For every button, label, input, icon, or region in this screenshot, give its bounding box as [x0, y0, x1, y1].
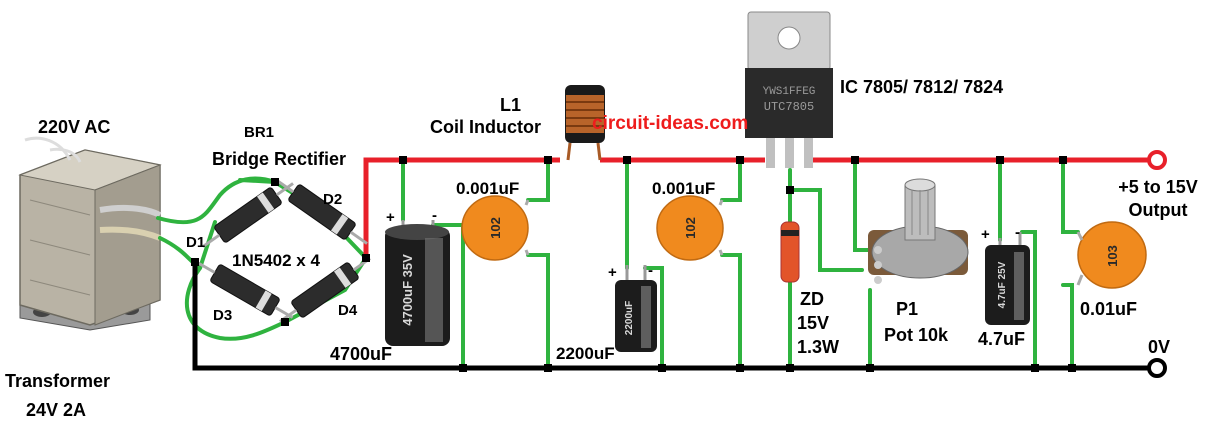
zener-diode — [780, 221, 800, 283]
output-terminals — [1147, 150, 1167, 378]
diode-d4-label: D4 — [338, 302, 358, 319]
ceramic-capacitor-2: 102 — [656, 195, 724, 261]
inductor-name-label: Coil Inductor — [430, 117, 541, 137]
c-bulk2-marking: 2200uF — [624, 301, 635, 335]
junction-dots — [191, 156, 1076, 372]
potentiometer — [868, 178, 969, 284]
bridge-name-label: Bridge Rectifier — [212, 149, 347, 169]
ic-marking-bottom: UTC7805 — [764, 100, 814, 114]
output-label-line1: +5 to 15V — [1118, 177, 1198, 197]
bridge-ref-label: BR1 — [244, 124, 275, 141]
transformer-rating-label: 24V 2A — [26, 400, 87, 420]
c-out-elec-minus: - — [1015, 224, 1020, 241]
c-main-marking: 4700uF 35V — [400, 254, 415, 326]
capacitor-4-7uf: 4.7uF 25V — [985, 232, 1030, 325]
c-bulk2-plus: + — [608, 264, 617, 281]
diode-d2-label: D2 — [323, 191, 343, 208]
output-label-line2: Output — [1128, 200, 1188, 220]
watermark-text: circuit-ideas.com — [592, 113, 749, 134]
bridge-part-label: 1N5402 x 4 — [232, 251, 320, 270]
c-main-label: 4700uF — [330, 344, 393, 364]
zener-ref-label: ZD — [800, 289, 824, 309]
zener-voltage-label: 15V — [797, 313, 830, 333]
c-main-minus: - — [432, 207, 437, 224]
pot-ref-label: P1 — [896, 299, 919, 319]
ic-marking-top: YWS1FFEG — [763, 86, 816, 98]
ground-rail — [192, 262, 1150, 371]
inductor-ref-label: L1 — [500, 95, 522, 115]
pot-value-label: Pot 10k — [884, 325, 949, 345]
c-main-plus: + — [386, 209, 395, 226]
diode-d1-label: D1 — [186, 234, 206, 251]
c-out-elec-label: 4.7uF — [978, 329, 1026, 349]
c-ceramic2-label: 0.001uF — [652, 179, 716, 198]
bridge-diodes — [196, 179, 371, 323]
c-out-elec-plus: + — [981, 226, 990, 243]
diode-d3-label: D3 — [213, 307, 233, 324]
ac-input-label: 220V AC — [38, 117, 111, 137]
c-bulk2-label: 2200uF — [556, 344, 615, 363]
ceramic1-code: 102 — [488, 217, 503, 239]
ceramic-capacitor-1: 102 — [461, 195, 530, 261]
ground-label: 0V — [1148, 337, 1171, 357]
coil-inductor — [565, 85, 605, 161]
capacitor-2200uf: 2200uF — [615, 265, 657, 352]
c-out-elec-marking: 4.7uF 25V — [997, 261, 1008, 308]
transformer-image — [18, 136, 162, 331]
regulator-label: IC 7805/ 7812/ 7824 — [840, 77, 1004, 97]
c-bulk2-minus: - — [648, 262, 653, 279]
ceramic-capacitor-3: 103 — [1076, 221, 1147, 289]
c-out-ceramic-label: 0.01uF — [1080, 299, 1138, 319]
c-ceramic1-label: 0.001uF — [456, 179, 520, 198]
zener-power-label: 1.3W — [797, 337, 840, 357]
regulator-ic: YWS1FFEG UTC7805 — [745, 11, 833, 168]
transformer-label: Transformer — [5, 371, 111, 391]
ceramic3-code: 103 — [1105, 245, 1120, 267]
capacitor-4700uf: 4700uF 35V — [385, 220, 450, 346]
ceramic2-code: 102 — [683, 217, 698, 239]
